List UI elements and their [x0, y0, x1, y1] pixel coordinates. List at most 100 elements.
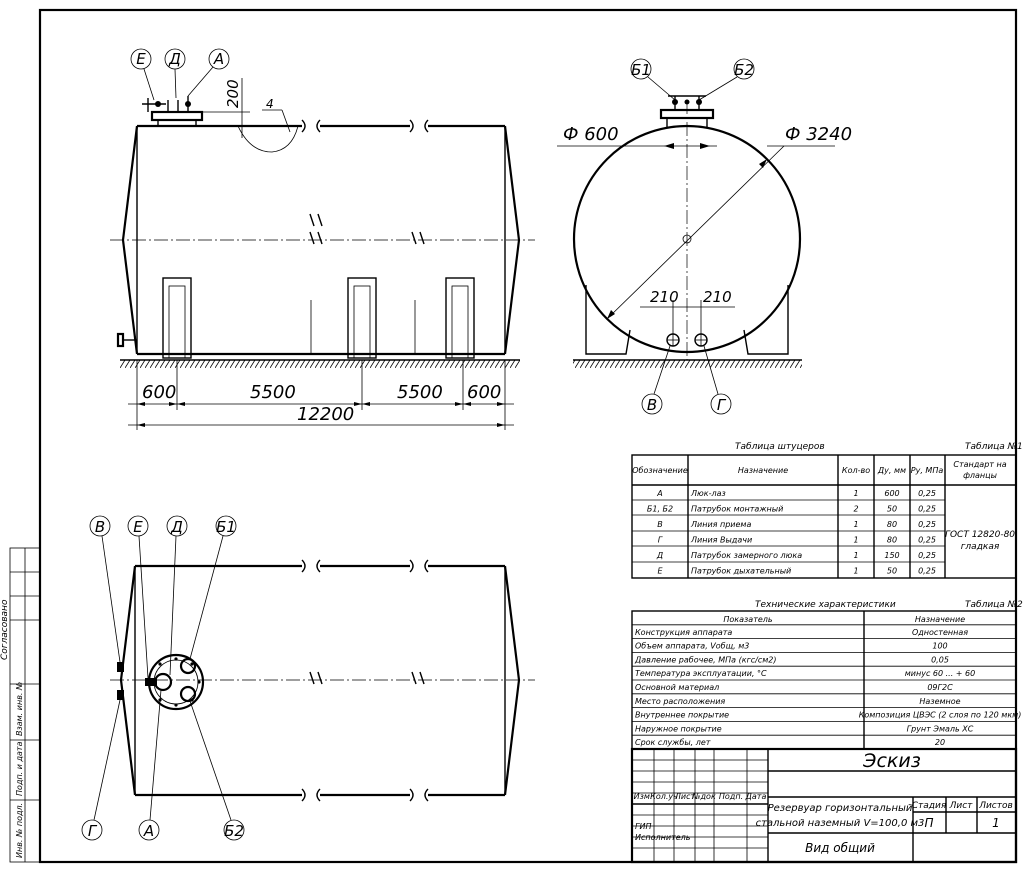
nozzle-cell: 1 — [853, 536, 858, 545]
flange-standard-line2: гладкая — [961, 542, 1000, 552]
nozzle-cell: 50 — [887, 567, 897, 576]
nozzle-cell: Патрубок замерного люка — [691, 551, 802, 560]
dim-600-left: 600 — [142, 382, 176, 403]
nozzle-cell: 1 — [853, 520, 858, 529]
nozzle-cell: 0,25 — [918, 551, 936, 560]
nozzle-header: Ду, мм — [877, 466, 906, 475]
tech-row-label: Конструкция аппарата — [635, 628, 732, 637]
plan-label-g: Г — [88, 822, 98, 840]
nozzle-cell: 1 — [853, 567, 858, 576]
stamp-inv-no: Инв. № подл. — [15, 803, 24, 858]
nozzle-cell: 0,25 — [918, 489, 936, 498]
title-role-performer: Исполнитель — [635, 833, 691, 842]
nozzle-cell: Б1, Б2 — [647, 505, 673, 514]
nozzle-cell: 50 — [887, 505, 897, 514]
title-stage-header: Стадия — [912, 801, 947, 811]
title-col-izm: Изм. — [634, 792, 653, 801]
tech-header-value: Назначение — [915, 615, 965, 624]
stamp-sign-date: Подп. и дата — [15, 741, 24, 796]
side-stamp: Согласовано Инв. № подл. Подп. и дата Вз… — [0, 547, 41, 863]
dim-210-right: 210 — [703, 288, 732, 306]
plan-view: В Е Д Б1 Г А Б2 — [81, 515, 535, 841]
plan-label-d: Д — [170, 518, 183, 536]
front-label-d: Д — [168, 50, 181, 68]
nozzle-cell: 150 — [884, 551, 899, 560]
nozzle-cell: Патрубок монтажный — [691, 505, 783, 514]
nozzle-cell: 80 — [887, 536, 897, 545]
nozzle-table: Таблица штуцеров Таблица №1 Обозначение Н… — [631, 442, 1023, 579]
nozzle-cell: 80 — [887, 520, 897, 529]
tech-table-number: Таблица №2 — [965, 600, 1023, 610]
title-col-list: Лист — [674, 792, 696, 801]
front-label-e: Е — [136, 50, 146, 68]
tech-row-value: Композиция ЦВЭС (2 слоя по 120 мкм) — [859, 711, 1022, 720]
nozzle-cell: 2 — [853, 505, 858, 514]
dim-d3240: Ф 3240 — [785, 124, 852, 145]
nozzle-cell: Г — [658, 536, 663, 545]
dim-4: 4 — [266, 97, 274, 111]
dim-12200: 12200 — [297, 404, 354, 425]
nozzle-cell: 0,25 — [918, 536, 936, 545]
tech-row-label: Температура эксплуатации, °С — [635, 669, 767, 678]
dim-d600: Ф 600 — [563, 124, 619, 145]
title-name-line2: стальной наземный V=100,0 м3 — [756, 818, 925, 829]
title-role-gip: ГИП — [635, 822, 651, 831]
tech-row-value: Грунт Эмаль ХС — [907, 724, 974, 733]
nozzle-header: Ру, МПа — [911, 466, 944, 475]
nozzle-cell: Е — [657, 567, 663, 576]
front-view: Е Д А 200 4 600 5500 5500 600 12200 — [110, 48, 535, 430]
nozzle-table-caption: Таблица штуцеров — [735, 442, 825, 452]
nozzle-header: Кол-во — [842, 466, 870, 475]
nozzle-cell: В — [657, 520, 663, 529]
nozzle-cell: 600 — [884, 489, 899, 498]
side-label-v: В — [647, 396, 657, 414]
tech-row-value: Одностенная — [912, 628, 968, 637]
tech-row-value: Наземное — [919, 697, 960, 706]
nozzle-cell: Линия приема — [690, 520, 751, 529]
nozzle-cell: 0,25 — [918, 505, 936, 514]
tech-row-value: 09Г2С — [927, 683, 953, 692]
plan-label-v: В — [95, 518, 105, 536]
tech-row-label: Место расположения — [635, 697, 725, 706]
nozzle-header-standard-2: фланцы — [963, 471, 997, 480]
stamp-replace-inv: Взам. инв. № — [15, 682, 24, 736]
plan-label-e: Е — [133, 518, 143, 536]
side-label-b2: Б2 — [734, 61, 754, 79]
dim-210-left: 210 — [650, 288, 679, 306]
nozzle-cell: Патрубок дыхательный — [691, 567, 791, 576]
side-view: Ф 600 Ф 3240 Б1 Б2 210 210 — [557, 58, 852, 415]
title-sheet-name: Вид общий — [805, 841, 875, 855]
dim-5500-left: 5500 — [250, 382, 296, 403]
tech-row-value: 20 — [935, 738, 945, 747]
title-sheets-header: Листов — [978, 801, 1013, 811]
tech-table: Технические характеристики Таблица №2 По… — [631, 600, 1023, 750]
nozzle-cell: Д — [656, 551, 663, 560]
plan-label-b1: Б1 — [216, 518, 236, 536]
nozzle-header: Назначение — [738, 466, 788, 475]
nozzle-table-number: Таблица №1 — [965, 442, 1023, 452]
nozzle-cell: Люк-лаз — [690, 489, 726, 498]
tech-table-caption: Технические характеристики — [755, 600, 896, 610]
title-col-date: Дата — [745, 792, 767, 801]
plan-label-a: А — [143, 822, 154, 840]
nozzle-cell: 1 — [853, 489, 858, 498]
dim-5500-right: 5500 — [397, 382, 443, 403]
title-stage-value: П — [924, 816, 933, 830]
tech-header-indicator: Показатель — [723, 615, 772, 624]
side-label-g: Г — [717, 396, 727, 414]
side-label-b1: Б1 — [631, 61, 651, 79]
front-label-a: А — [213, 50, 224, 68]
sheet-frame — [38, 8, 1018, 864]
nozzle-cell: 0,25 — [918, 567, 936, 576]
flange-standard-line1: ГОСТ 12820-80 — [945, 530, 1015, 540]
title-block: Эскиз Изм. Кол.уч Лист №док Подп. Дата Г… — [630, 747, 1018, 864]
tech-row-value: минус 60 ... + 60 — [905, 669, 975, 678]
tech-row-value: 100 — [932, 642, 947, 651]
tech-row-label: Давление рабочее, МПа (кгс/см2) — [634, 655, 777, 664]
title-col-doc: №док — [691, 792, 716, 801]
nozzle-cell: 0,25 — [918, 520, 936, 529]
tech-row-label: Внутреннее покрытие — [635, 711, 729, 720]
nozzle-header: Обозначение — [632, 466, 688, 475]
tech-row-label: Объем аппарата, Vобщ, м3 — [635, 642, 749, 651]
